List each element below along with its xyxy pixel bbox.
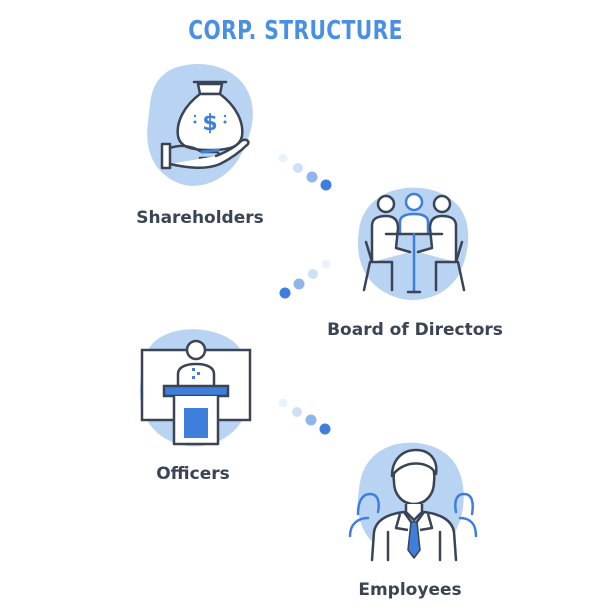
node-label-officers: Officers [156, 464, 230, 484]
employees-group-icon [348, 432, 478, 572]
podium-speaker-icon [134, 322, 264, 462]
node-label-shareholders: Shareholders [136, 208, 264, 228]
connector-shareholders-board [278, 153, 332, 191]
connector-board-officers [279, 259, 331, 299]
node-label-employees: Employees [358, 580, 462, 600]
node-label-board-of-directors: Board of Directors [327, 320, 503, 340]
connector-officers-employees [278, 398, 331, 435]
meeting-table-icon [348, 178, 478, 308]
page-title: CORP. STRUCTURE [188, 16, 403, 46]
svg-text:$: $ [202, 111, 217, 136]
money-bag-in-hand-icon: $ [140, 60, 270, 200]
